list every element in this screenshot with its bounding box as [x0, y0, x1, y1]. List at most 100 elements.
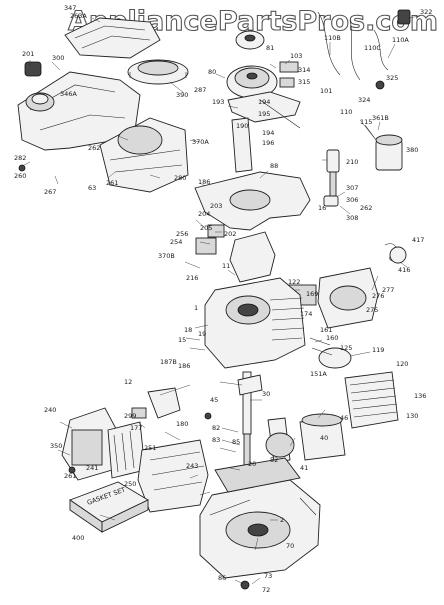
callout-250: 250 — [124, 480, 136, 488]
callout-120: 120 — [396, 360, 408, 368]
wire-part — [317, 11, 341, 76]
callout-88: 88 — [270, 162, 278, 170]
callout-390: 390 — [176, 91, 188, 99]
callout-82: 82 — [212, 424, 220, 432]
callout-216: 216 — [186, 274, 198, 282]
air-cleaner-cover-part — [64, 17, 161, 59]
callout-12: 12 — [124, 378, 132, 386]
screw-part-3 — [18, 164, 26, 172]
callout-63: 63 — [88, 184, 96, 192]
muffler-cover-part — [137, 439, 209, 513]
callout-180: 180 — [176, 420, 188, 428]
callout-1: 1 — [194, 304, 198, 312]
callout-210: 210 — [346, 158, 358, 166]
callout-417: 417 — [412, 236, 424, 244]
callout-254: 254 — [170, 238, 182, 246]
piston-part — [299, 413, 346, 461]
callout-243: 243 — [186, 462, 198, 470]
callout-416: 416 — [398, 266, 410, 274]
flywheel-part — [226, 30, 278, 99]
connecting-rod-part — [265, 417, 295, 463]
callout-136: 136 — [414, 392, 426, 400]
callout-160: 160 — [326, 334, 338, 342]
callout-203: 203 — [210, 202, 222, 210]
callout-86: 86 — [218, 574, 226, 582]
callout-322: 322 — [420, 8, 432, 16]
callout-125: 125 — [340, 344, 352, 352]
callout-labels: 347 263A 322 201 300 110B 110A 110C 390 … — [14, 4, 432, 594]
callout-315: 315 — [298, 78, 310, 86]
callout-263a: 263A — [70, 12, 87, 20]
muffler-part — [317, 267, 379, 329]
callout-161: 161 — [320, 326, 332, 334]
screw-part-2 — [204, 412, 212, 420]
callout-260: 260 — [14, 172, 26, 180]
callout-19: 19 — [198, 330, 206, 338]
callout-380: 380 — [406, 146, 418, 154]
callout-261: 261 — [106, 179, 118, 187]
callout-169: 169 — [306, 290, 318, 298]
exhaust-elbow-part — [107, 421, 146, 479]
primer-part — [323, 149, 340, 207]
callout-2: 2 — [280, 516, 284, 524]
callout-45: 45 — [210, 396, 218, 404]
crankcase-base-part — [199, 479, 321, 579]
screw-part — [68, 466, 76, 474]
callout-370b: 370B — [158, 252, 175, 260]
callout-110: 110 — [340, 108, 352, 116]
callout-314: 314 — [298, 66, 310, 74]
callout-195: 195 — [258, 110, 270, 118]
callout-400: 400 — [72, 534, 84, 542]
callout-251: 251 — [144, 444, 156, 452]
callout-287: 287 — [194, 86, 206, 94]
cylinder-shield-part — [99, 117, 189, 193]
callout-196: 196 — [262, 139, 274, 147]
callout-177: 177 — [130, 424, 142, 432]
callout-204: 204 — [198, 210, 210, 218]
callout-186b: 186 — [178, 362, 190, 370]
callout-299: 299 — [124, 412, 136, 420]
callout-201: 201 — [22, 50, 34, 58]
callout-193: 193 — [212, 98, 224, 106]
callout-72: 72 — [262, 586, 270, 594]
callout-280: 280 — [174, 174, 186, 182]
callout-324: 324 — [358, 96, 370, 104]
callout-20: 20 — [248, 460, 256, 468]
nut-part — [375, 80, 385, 90]
knob-part — [24, 61, 42, 77]
ignition-coil-part — [364, 124, 403, 171]
callout-80: 80 — [208, 68, 216, 76]
callout-361b: 361B — [372, 114, 389, 122]
callout-202: 202 — [224, 230, 236, 238]
callout-73: 73 — [264, 572, 272, 580]
callout-122: 122 — [288, 278, 300, 286]
wire-part-2 — [349, 19, 361, 81]
callout-194b: 194 — [262, 129, 274, 137]
connector-part — [397, 9, 411, 25]
governor-part — [131, 387, 181, 419]
callout-262b: 262 — [360, 204, 372, 212]
governor-bracket-part — [227, 91, 301, 173]
callout-276: 276 — [372, 292, 384, 300]
callout-101: 101 — [320, 87, 332, 95]
callout-15: 15 — [178, 336, 186, 344]
engine-block-part — [204, 277, 306, 369]
callout-308: 308 — [346, 214, 358, 222]
callout-347: 347 — [64, 4, 76, 12]
gear-part — [389, 246, 407, 264]
blower-housing-part — [17, 71, 141, 151]
callout-194: 194 — [258, 98, 270, 106]
callout-240: 240 — [44, 406, 56, 414]
cylinder-head-part — [344, 371, 399, 429]
callout-110a: 110A — [392, 36, 409, 44]
callout-40: 40 — [320, 434, 328, 442]
callout-370a: 370A — [192, 138, 209, 146]
callout-256: 256 — [176, 230, 188, 238]
callout-205: 205 — [200, 224, 212, 232]
callout-174: 174 — [300, 310, 312, 318]
fuel-tank-part — [61, 407, 123, 481]
callout-346a: 346A — [60, 90, 77, 98]
bolt-part — [240, 580, 250, 590]
callout-325: 325 — [386, 74, 398, 82]
callout-307: 307 — [346, 184, 358, 192]
